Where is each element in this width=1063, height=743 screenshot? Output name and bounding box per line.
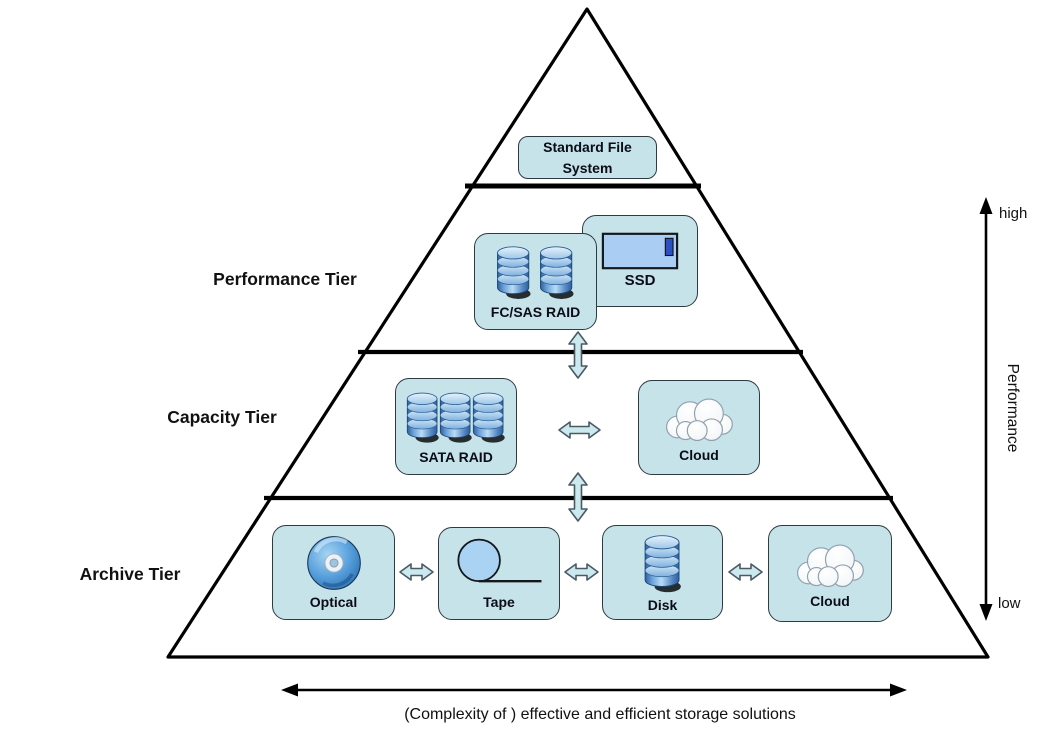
capacity-cloud-label: Cloud <box>679 447 719 464</box>
ssd-label: SSD <box>624 272 656 290</box>
complexity-axis-arrow <box>281 683 907 697</box>
optical-label: Optical <box>309 594 358 611</box>
exchange-arrow-sata-cloud <box>558 421 601 439</box>
axis-high-label: high <box>999 205 1028 222</box>
pyramid-outline <box>166 7 990 659</box>
tape-box: Tape <box>438 527 560 620</box>
cloud-icon <box>769 537 891 591</box>
axis-performance-label: Performance <box>1004 363 1021 453</box>
ssd-box: SSD <box>582 215 698 307</box>
performance-axis-arrow <box>979 197 993 621</box>
fc-sas-raid-box: FC/SAS RAID <box>474 233 597 330</box>
sata-raid-box: SATA RAID <box>395 378 517 475</box>
database-stack-icon <box>396 387 516 447</box>
archive-cloud-box: Cloud <box>768 525 892 622</box>
database-cylinder-icon <box>603 531 722 595</box>
sata-raid-label: SATA RAID <box>419 449 493 466</box>
inter-tier-arrow-performance-capacity <box>568 331 588 379</box>
fc-sas-raid-label: FC/SAS RAID <box>490 304 581 321</box>
inter-tier-arrow-capacity-archive <box>568 472 588 522</box>
exchange-arrow-tape-disk <box>564 563 599 581</box>
disk-label: Disk <box>647 597 678 614</box>
tier-label-archive: Archive Tier <box>79 564 181 584</box>
complexity-axis-caption: (Complexity of ) effective and efficient… <box>404 706 796 723</box>
cloud-icon <box>639 391 759 445</box>
exchange-arrow-optical-tape <box>399 563 434 581</box>
archive-cloud-label: Cloud <box>810 593 850 610</box>
tier-label-performance: Performance Tier <box>213 269 357 289</box>
optical-disc-icon <box>273 534 394 592</box>
disk-box: Disk <box>602 525 723 620</box>
exchange-arrow-disk-cloud <box>728 563 763 581</box>
tape-label: Tape <box>483 594 515 611</box>
database-stack-icon <box>475 242 596 302</box>
optical-box: Optical <box>272 525 395 620</box>
capacity-cloud-box: Cloud <box>638 380 760 475</box>
standard-file-system-box: Standard File System <box>518 136 657 179</box>
tape-reel-icon <box>439 536 559 592</box>
ssd-drive-icon <box>583 232 697 270</box>
axis-low-label: low <box>998 595 1021 612</box>
tier-label-capacity: Capacity Tier <box>167 407 277 427</box>
